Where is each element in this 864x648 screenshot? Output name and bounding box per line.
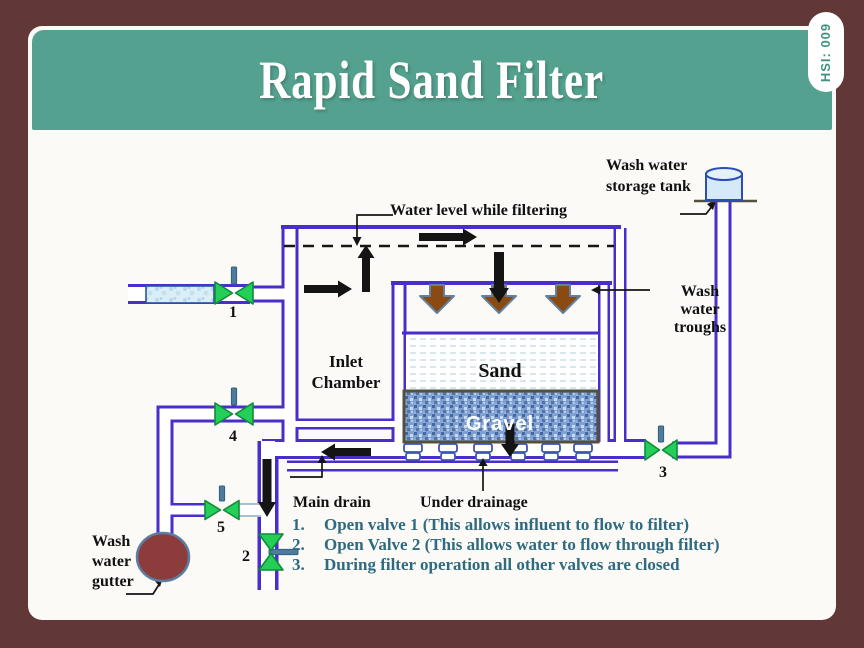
nozzle-icon — [573, 443, 593, 461]
instruction-number: 3. — [292, 555, 305, 574]
label-gravel: Gravel — [466, 413, 534, 435]
instruction-number: 2. — [292, 535, 305, 554]
flow-arrow-down — [258, 459, 276, 517]
instruction-text: Open Valve 2 (This allows water to flow … — [324, 535, 720, 554]
valve-5-number: 5 — [217, 519, 225, 536]
valve-1-number: 1 — [229, 304, 237, 321]
under-drain-nozzles — [403, 443, 593, 461]
flow-arrow-up — [357, 245, 375, 292]
flow-arrow-left — [321, 443, 371, 461]
trough-arrow-icon — [419, 284, 455, 314]
label-wash-water-troughs-line2: water — [680, 301, 719, 318]
label-wash-water-gutter-line2: water — [92, 553, 131, 570]
valve-2-number: 2 — [242, 548, 250, 565]
page-title: Rapid Sand Filter — [259, 50, 605, 110]
nozzle-icon — [541, 443, 561, 461]
flow-arrow-down — [501, 424, 519, 457]
valve-4-number: 4 — [229, 428, 237, 445]
trough-arrow-icon — [545, 284, 581, 314]
valve-1-icon — [214, 266, 254, 305]
valve-5-icon — [204, 485, 240, 521]
label-leader-lines — [126, 204, 714, 595]
flow-arrow-right — [304, 280, 352, 298]
label-wash-water-troughs-line3: troughs — [674, 319, 726, 336]
label-water-level: Water level while filtering — [390, 202, 567, 219]
label-wash-water-gutter-line3: gutter — [92, 573, 134, 590]
label-sand: Sand — [478, 360, 521, 382]
gravel-bed — [402, 389, 600, 444]
slide-code-badge: HSI: 009 — [808, 12, 844, 92]
instruction-number: 1. — [292, 515, 305, 534]
label-wash-water-gutter-line1: Wash — [92, 533, 130, 550]
nozzle-icon — [438, 443, 458, 461]
nozzle-icon — [403, 443, 423, 461]
label-wash-water-troughs-line1: Wash — [681, 283, 719, 300]
tank-outline-lines — [281, 225, 621, 335]
storage-tank-icon — [705, 167, 743, 201]
valve-2-icon — [258, 533, 299, 571]
flow-arrow-down — [489, 252, 509, 303]
instruction-item: 1. Open valve 1 (This allows influent to… — [292, 515, 772, 535]
sand-bed — [406, 335, 598, 391]
valve-3-number: 3 — [659, 464, 667, 481]
label-wash-water-storage-tank-line2: storage tank — [606, 178, 691, 195]
flow-arrows — [258, 228, 519, 517]
label-main-drain: Main drain — [293, 494, 371, 511]
label-under-drainage: Under drainage — [420, 494, 528, 511]
valve-4-icon — [214, 387, 254, 426]
instruction-text: During filter operation all other valves… — [324, 555, 680, 574]
valve-3-icon — [644, 425, 678, 461]
nozzle-icon — [473, 443, 493, 461]
instructions-list: 1. Open valve 1 (This allows influent to… — [292, 515, 772, 575]
label-inlet-chamber-line1: Inlet — [329, 352, 363, 371]
title-band: Rapid Sand Filter — [32, 30, 832, 130]
flow-arrow-right — [419, 228, 477, 246]
influent-water-fill — [145, 285, 215, 304]
instruction-text: Open valve 1 (This allows influent to fl… — [324, 515, 690, 534]
instruction-item: 3. During filter operation all other val… — [292, 555, 772, 575]
label-inlet-chamber-line2: Chamber — [312, 373, 381, 392]
instruction-item: 2. Open Valve 2 (This allows water to fl… — [292, 535, 772, 555]
wash-water-gutter-icon — [135, 531, 191, 583]
label-wash-water-storage-tank-line1: Wash water — [606, 157, 687, 174]
